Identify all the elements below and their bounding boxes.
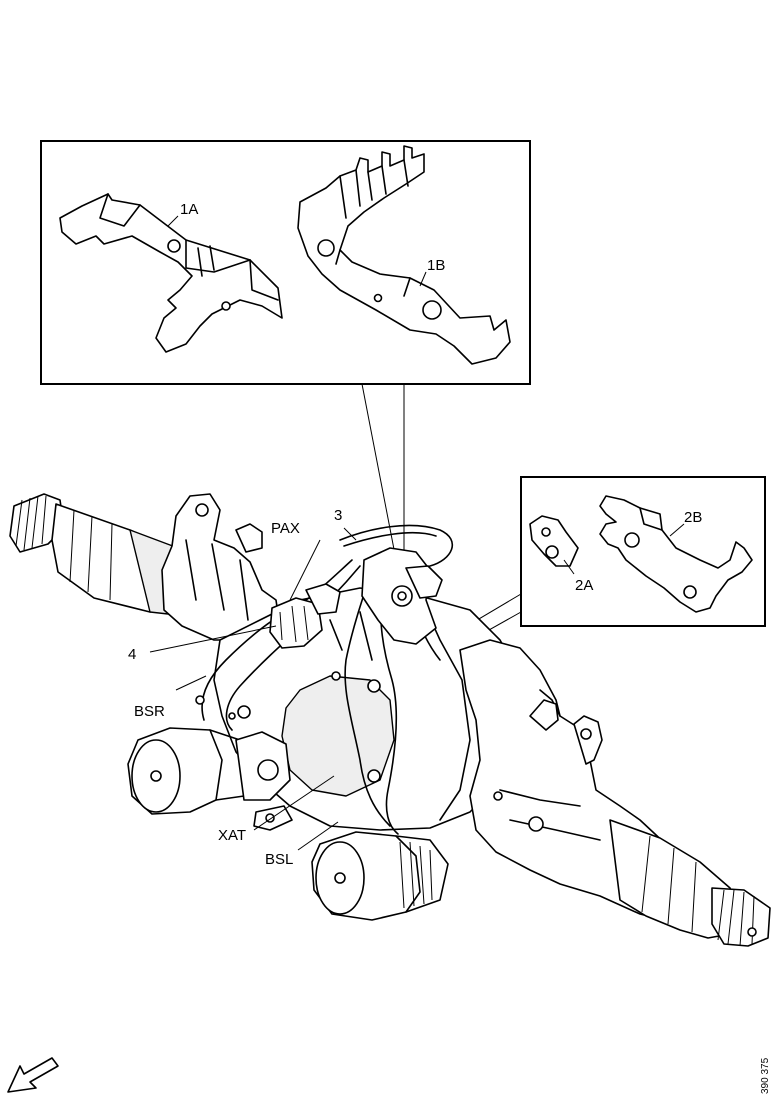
- mount-bolt: [237, 705, 251, 719]
- leader-1B: [419, 271, 427, 287]
- leader-BSL: [297, 821, 339, 851]
- label-PAX: PAX: [271, 520, 300, 537]
- left-spring-mount: [161, 493, 281, 641]
- leader-2A: [563, 559, 575, 575]
- mount-bolt: [367, 769, 381, 783]
- leader-4: [149, 625, 277, 653]
- rear-axle-assembly: [9, 493, 771, 947]
- leader-PAX: [289, 539, 321, 601]
- left-half-shaft: [9, 493, 187, 617]
- label-2A: 2A: [575, 577, 593, 594]
- leader-BSR: [175, 675, 207, 691]
- label-2B: 2B: [684, 509, 702, 526]
- brake-chamber-left: [127, 727, 291, 815]
- leader-XAT: [253, 775, 335, 831]
- mount-bolt: [195, 695, 205, 705]
- inset-brackets-1: 1A 1B: [40, 140, 531, 385]
- right-half-shaft: [609, 819, 771, 947]
- label-BSL: BSL: [265, 851, 293, 868]
- differential-housing: [213, 587, 541, 831]
- bracket-1A: [59, 193, 283, 353]
- label-4: 4: [128, 646, 136, 663]
- bracket-1B: [297, 145, 511, 365]
- label-BSR: BSR: [134, 703, 165, 720]
- mount-bolt: [528, 816, 544, 832]
- mount-bolt: [493, 791, 503, 801]
- leader-2B: [669, 523, 685, 537]
- mount-bolt: [367, 679, 381, 693]
- washer-2A: [529, 515, 579, 567]
- mount-bolt: [228, 712, 236, 720]
- inset-brackets-2: 2A 2B: [520, 476, 766, 627]
- connector-block-4: [269, 583, 341, 649]
- leader-1A: [167, 215, 179, 227]
- bracket-2B: [599, 495, 753, 613]
- label-1B: 1B: [427, 257, 445, 274]
- direction-arrow-icon: [7, 1057, 59, 1093]
- label-3: 3: [334, 507, 342, 524]
- inset-1-connector: [361, 383, 405, 571]
- junction-box-3: [361, 547, 443, 645]
- drawing-reference-number: 390 375: [760, 1057, 771, 1094]
- inset-1-frame: [40, 140, 531, 385]
- label-XAT: XAT: [218, 827, 246, 844]
- mount-bolt: [331, 671, 341, 681]
- brake-chamber-right: [311, 831, 449, 921]
- label-1A: 1A: [180, 201, 198, 218]
- leader-3: [343, 527, 357, 541]
